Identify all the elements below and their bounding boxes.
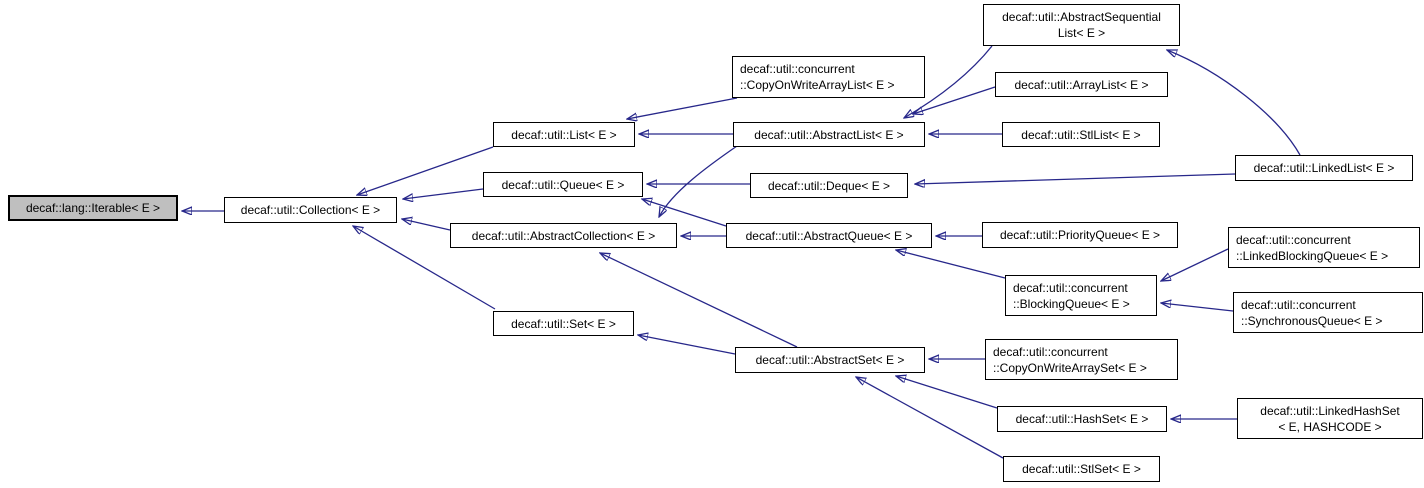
edge-abstractcollection-collection	[402, 219, 451, 231]
edge-set-collection	[353, 226, 496, 310]
node-queue[interactable]: decaf::util::Queue< E >	[483, 172, 643, 197]
node-synchronous-queue[interactable]: decaf::util::concurrent ::SynchronousQue…	[1233, 292, 1423, 333]
node-abstract-queue[interactable]: decaf::util::AbstractQueue< E >	[726, 223, 932, 248]
node-hash-set[interactable]: decaf::util::HashSet< E >	[997, 406, 1167, 432]
edge-queue-collection	[403, 188, 484, 199]
edge-abstractset-abstractcollection	[600, 253, 798, 348]
node-label-line2: ::SynchronousQueue< E >	[1241, 313, 1383, 328]
node-label-line2: ::LinkedBlockingQueue< E >	[1236, 248, 1389, 263]
node-label: decaf::util::LinkedList< E >	[1253, 161, 1395, 175]
edge-linkedlist-abstractsequentiallist	[1167, 50, 1301, 156]
node-set[interactable]: decaf::util::Set< E >	[493, 311, 634, 336]
node-label-line1: decaf::util::AbstractSequential	[1002, 10, 1161, 24]
node-linked-blocking-queue[interactable]: decaf::util::concurrent ::LinkedBlocking…	[1228, 227, 1420, 268]
node-label: decaf::util::PriorityQueue< E >	[999, 228, 1161, 242]
node-stl-set[interactable]: decaf::util::StlSet< E >	[1003, 456, 1160, 482]
node-array-list[interactable]: decaf::util::ArrayList< E >	[995, 72, 1168, 97]
edge-copyonwritearraylist-list	[627, 97, 738, 119]
edge-stlset-abstractset	[856, 377, 1004, 459]
node-label: decaf::util::AbstractSet< E >	[755, 353, 905, 367]
node-label: decaf::util::StlList< E >	[1021, 127, 1141, 142]
node-label: decaf::util::AbstractCollection< E >	[471, 228, 656, 243]
node-linked-list[interactable]: decaf::util::LinkedList< E >	[1235, 155, 1413, 181]
node-stl-list[interactable]: decaf::util::StlList< E >	[1002, 122, 1160, 147]
node-label-line1: decaf::util::LinkedHashSet	[1260, 403, 1400, 418]
node-label: decaf::util::AbstractList< E >	[754, 127, 904, 142]
edge-synchronousqueue-blockingqueue	[1161, 303, 1234, 312]
node-label-line2: List< E >	[1057, 26, 1106, 40]
edge-abstractlist-abstractcollection	[659, 145, 738, 217]
edge-linkedblockingqueue-blockingqueue	[1161, 248, 1229, 281]
node-label-line2: ::CopyOnWriteArraySet< E >	[993, 360, 1147, 375]
node-label: decaf::util::Collection< E >	[240, 203, 381, 217]
node-abstract-list[interactable]: decaf::util::AbstractList< E >	[733, 122, 925, 147]
node-label-line2: < E, HASHCODE >	[1278, 419, 1382, 434]
node-label: decaf::util::List< E >	[511, 127, 617, 142]
node-label-line1: decaf::util::concurrent	[1236, 232, 1351, 247]
edge-linkedlist-deque	[915, 173, 1236, 184]
node-linked-hash-set[interactable]: decaf::util::LinkedHashSet < E, HASHCODE…	[1237, 398, 1423, 439]
node-label: decaf::util::Deque< E >	[767, 178, 891, 193]
node-label: decaf::lang::Iterable< E >	[25, 201, 161, 215]
node-copy-on-write-array-set[interactable]: decaf::util::concurrent ::CopyOnWriteArr…	[985, 339, 1178, 380]
node-abstract-collection[interactable]: decaf::util::AbstractCollection< E >	[450, 223, 677, 248]
node-blocking-queue[interactable]: decaf::util::concurrent ::BlockingQueue<…	[1005, 275, 1157, 316]
node-label: decaf::util::AbstractQueue< E >	[745, 228, 913, 243]
node-priority-queue[interactable]: decaf::util::PriorityQueue< E >	[982, 222, 1178, 248]
edge-list-collection	[357, 146, 494, 195]
edge-abstractqueue-queue	[642, 199, 727, 227]
edge-abstractset-set	[638, 335, 736, 355]
node-collection[interactable]: decaf::util::Collection< E >	[224, 197, 397, 223]
node-iterable: decaf::lang::Iterable< E >	[8, 195, 178, 221]
edge-arraylist-abstractlist	[913, 86, 996, 114]
edge-hashset-abstractset	[896, 376, 998, 409]
node-label-line2: ::BlockingQueue< E >	[1013, 296, 1130, 311]
node-list[interactable]: decaf::util::List< E >	[493, 122, 635, 147]
node-label-line1: decaf::util::concurrent	[1241, 297, 1356, 312]
node-label-line1: decaf::util::concurrent	[1013, 280, 1128, 295]
node-deque[interactable]: decaf::util::Deque< E >	[750, 173, 908, 198]
node-label: decaf::util::StlSet< E >	[1022, 462, 1141, 476]
node-label: decaf::util::Set< E >	[511, 316, 616, 331]
node-label-line2: ::CopyOnWriteArrayList< E >	[740, 78, 895, 92]
node-label-line1: decaf::util::concurrent	[993, 344, 1108, 359]
node-label-line1: decaf::util::concurrent	[740, 62, 855, 76]
node-label: decaf::util::ArrayList< E >	[1014, 77, 1149, 92]
node-abstract-sequential-list[interactable]: decaf::util::AbstractSequential List< E …	[983, 4, 1180, 46]
node-copy-on-write-array-list[interactable]: decaf::util::concurrent ::CopyOnWriteArr…	[732, 56, 925, 98]
node-label: decaf::util::Queue< E >	[501, 177, 625, 192]
node-label: decaf::util::HashSet< E >	[1015, 412, 1149, 426]
node-abstract-set[interactable]: decaf::util::AbstractSet< E >	[735, 347, 925, 373]
edge-blockingqueue-abstractqueue	[896, 250, 1006, 279]
